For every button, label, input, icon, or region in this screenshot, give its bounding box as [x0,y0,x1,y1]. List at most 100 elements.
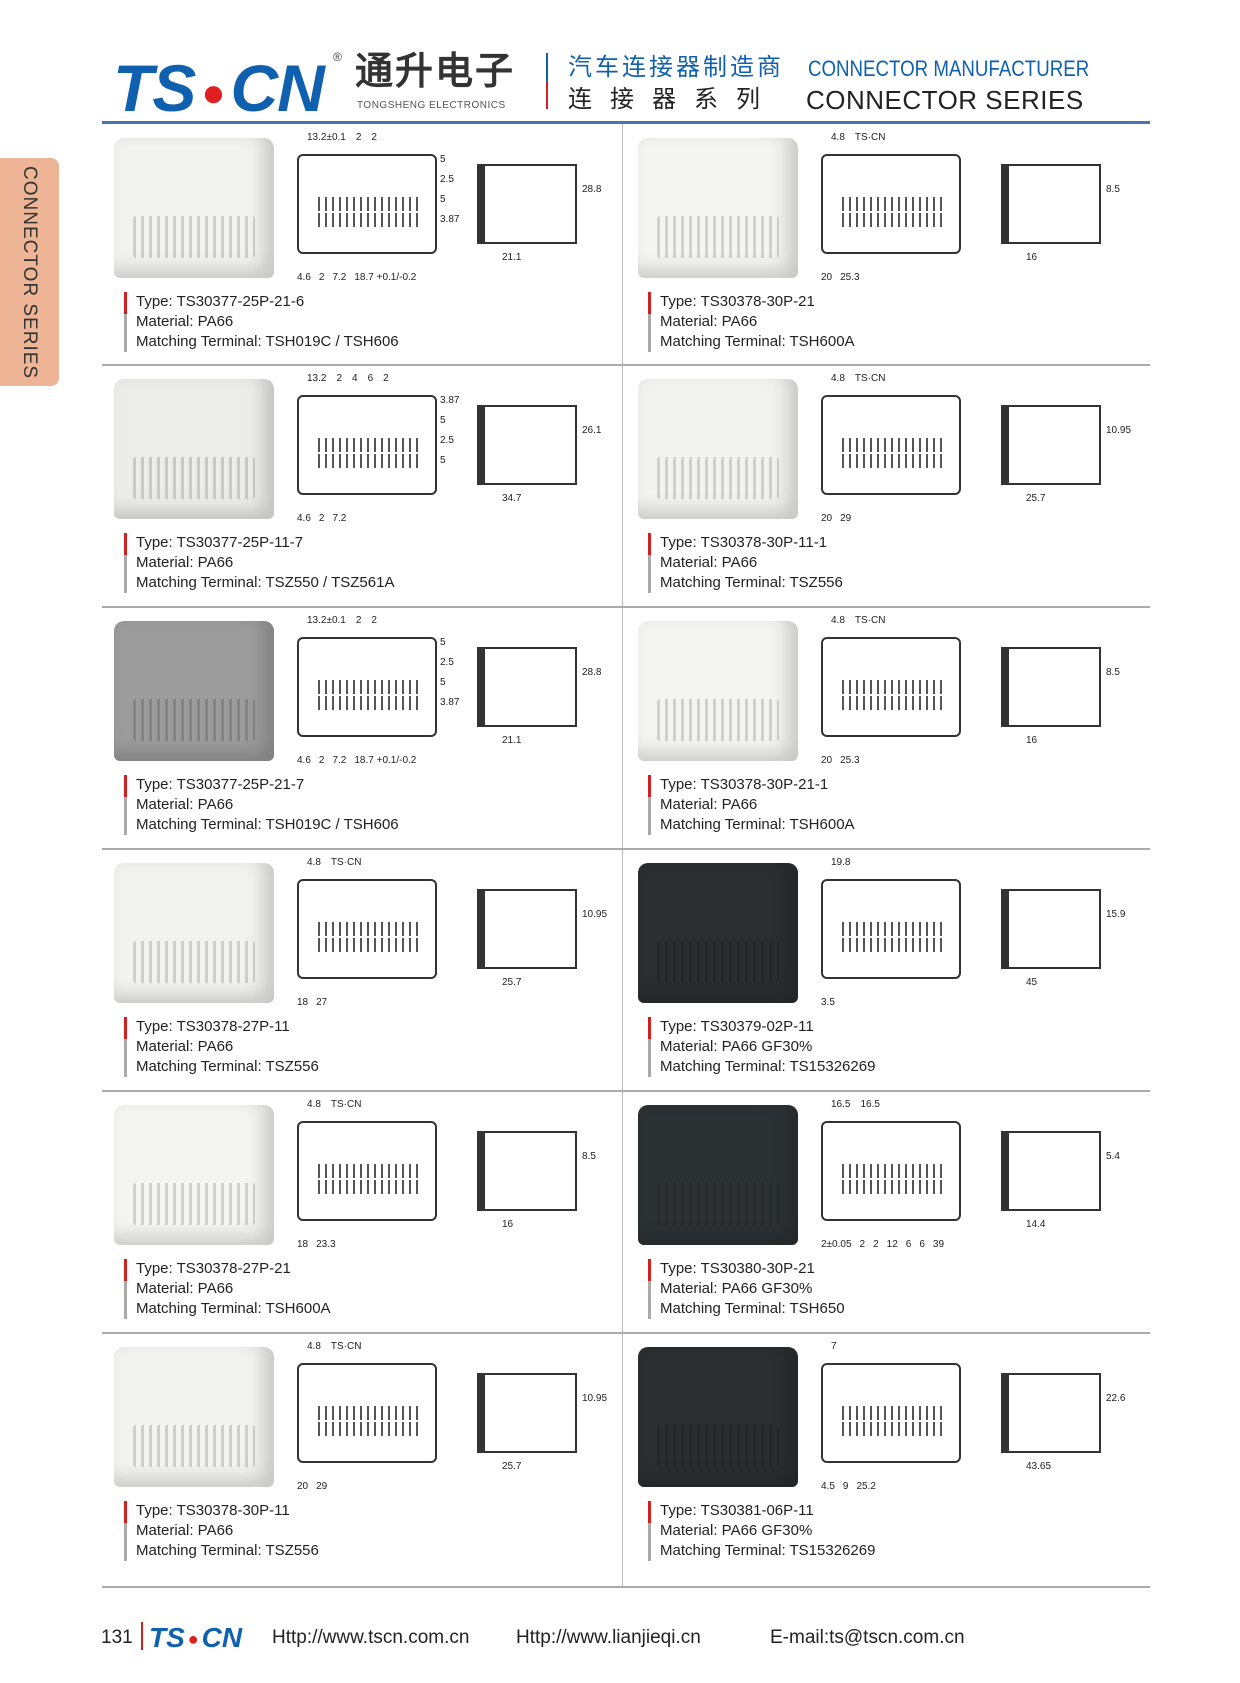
row-divider [102,364,1150,366]
company-name-cn: 通升电子 [355,51,516,93]
side-view-drawing [477,889,577,969]
dims-side-right: 10.95 [1106,425,1131,437]
product-material: Material: PA66 [136,1038,234,1055]
dimension-label: TS·CN [854,615,886,626]
row-divider [102,606,1150,608]
product-info: Type: TS30378-30P-21 Material: PA66 Matc… [648,292,855,352]
dimension-label: 2 [859,1239,866,1250]
dimension-label: 28.8 [582,667,602,678]
row-divider [102,1332,1150,1334]
dimension-label: 4.8 [831,132,845,143]
front-view-drawing [821,1121,961,1221]
dims-side-bottom: 25.7 [502,1461,521,1473]
dimension-label: 5 [440,415,446,426]
dimension-label: 16 [1026,735,1038,746]
dimension-label: 2 [371,615,377,626]
dims-side-bottom: 34.7 [502,493,521,505]
connector-photo [114,621,274,761]
dimension-label: 2 [318,272,325,283]
dimension-label: 16 [1026,252,1038,263]
dimension-label: 25.2 [856,1481,876,1492]
dimension-label: 10.95 [582,1393,608,1404]
dimension-label: 7.2 [332,755,347,766]
page-number: 131 [101,1627,133,1648]
product-type: Type: TS30378-27P-11 [136,1018,290,1035]
dimension-label: 16 [502,1219,514,1230]
dimension-label: 18.7 +0.1/-0.2 [354,272,417,283]
dimension-label: 2.5 [440,657,454,668]
header-divider [546,53,548,109]
dimension-label: TS·CN [330,857,362,868]
front-view-drawing [297,1363,437,1463]
product-material: Material: PA66 GF30% [660,1038,813,1055]
product-terminal: Matching Terminal: TSH019C / TSH606 [136,816,399,833]
dimension-label: 2 [318,513,325,524]
product-terminal: Matching Terminal: TSZ556 [136,1542,319,1559]
dimension-label: 4.6 [297,755,311,766]
connector-photo [114,1347,274,1487]
side-tab: CONNECTOR SERIES [0,158,59,386]
dimension-label: 4.8 [307,857,321,868]
product-terminal: Matching Terminal: TS15326269 [660,1542,876,1559]
dimension-label: 13.2±0.1 [307,132,346,143]
side-view-drawing [477,1373,577,1453]
connector-photo [638,379,798,519]
dimension-label: TS·CN [330,1341,362,1352]
front-view-drawing [821,879,961,979]
website-link[interactable]: Http://www.tscn.com.cn [272,1627,470,1648]
product-terminal: Matching Terminal: TSH600A [136,1300,331,1317]
product-info: Type: TS30378-30P-21-1 Material: PA66 Ma… [648,775,855,835]
dimension-label: 21.1 [502,252,522,263]
dims-side-bottom: 21.1 [502,735,521,747]
website-link-2[interactable]: Http://www.lianjieqi.cn [516,1627,701,1648]
side-view-drawing [1001,647,1101,727]
dimension-label: 19.8 [831,857,851,868]
dimension-label: 8.5 [1106,667,1120,678]
product-type: Type: TS30378-30P-21-1 [660,776,829,793]
front-view-drawing [297,154,437,254]
dims-side-bottom: 25.7 [502,977,521,989]
product-type: Type: TS30381-06P-11 [660,1502,814,1519]
dimension-label: 15.9 [1106,909,1126,920]
product-material: Material: PA66 [660,796,758,813]
connector-photo [114,863,274,1003]
dims-bottom: 3.5 [821,997,835,1009]
product-terminal: Matching Terminal: TSH600A [660,333,855,350]
email-link[interactable]: E-mail:ts@tscn.com.cn [770,1627,965,1648]
dimension-label: 3.87 [440,697,460,708]
product-terminal: Matching Terminal: TS15326269 [660,1058,876,1075]
product-material: Material: PA66 GF30% [660,1522,813,1539]
dims-side-right: 5.4 [1106,1151,1120,1163]
row-divider [102,848,1150,850]
connector-photo [114,379,274,519]
product-material: Material: PA66 [136,1280,234,1297]
product-type: Type: TS30378-30P-21 [660,293,815,310]
tagline-cn: 汽车连接器制造商 [568,54,784,81]
dimension-label: 10.95 [1106,425,1132,436]
product-material: Material: PA66 [136,796,234,813]
dims-side-right: 8.5 [1106,184,1120,196]
front-view-drawing [297,879,437,979]
dims-side-right: 26.1 [582,425,601,437]
product-terminal: Matching Terminal: TSH019C / TSH606 [136,333,399,350]
